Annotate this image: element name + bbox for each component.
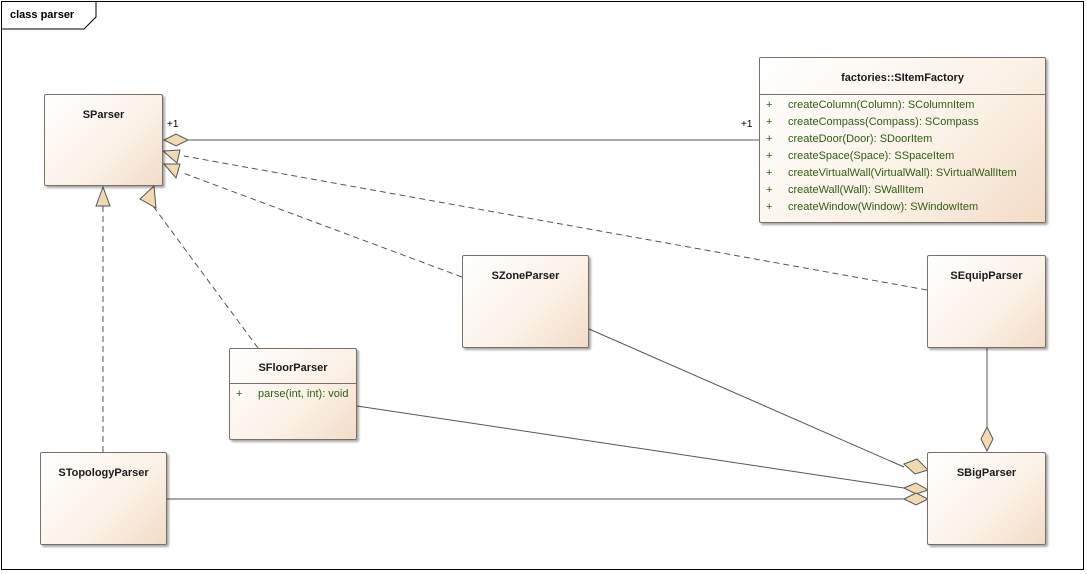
frame-title: class parser — [10, 9, 75, 21]
operation-row: +createCompass(Compass): SCompass — [766, 116, 979, 128]
class-name: STopologyParser — [58, 467, 149, 479]
realization-arrow-sequip — [161, 149, 181, 164]
class-header: factories::SItemFactory — [760, 58, 1045, 95]
operation-row: +createSpace(Space): SSpaceItem — [766, 150, 955, 162]
operation-row: +createWindow(Window): SWindowItem — [766, 201, 979, 213]
class-stopologyparser[interactable]: STopologyParser — [40, 452, 167, 545]
operation-row: +createWall(Wall): SWallItem — [766, 184, 924, 196]
aggregation-line-szone — [588, 328, 905, 468]
class-name: SBigParser — [956, 467, 1017, 479]
aggregation-diamond-stopology — [902, 492, 930, 506]
class-sbigparser[interactable]: SBigParser — [927, 452, 1046, 545]
realization-line-szone — [182, 172, 463, 278]
operations-compartment: +parse(int, int): void — [230, 384, 356, 405]
aggregation-diamond-sequip — [980, 425, 994, 453]
aggregation-diamond-sparser — [162, 133, 190, 147]
operation-row: +parse(int, int): void — [236, 388, 349, 400]
target-multiplicity: +1 — [741, 119, 753, 130]
operation-row: +createColumn(Column): SColumnItem — [766, 99, 975, 111]
frame-title-tab — [2, 2, 97, 30]
realization-arrow-sfloor — [139, 184, 157, 209]
operation-row: +createDoor(Door): SDoorItem — [766, 133, 933, 145]
realization-arrow-stopology — [95, 185, 111, 207]
source-multiplicity: +1 — [167, 119, 179, 130]
class-name: SParser — [82, 109, 125, 121]
operation-row: +createVirtualWall(VirtualWall): SVirtua… — [766, 167, 1017, 179]
class-name: factories::SItemFactory — [841, 72, 964, 84]
class-name: SFloorParser — [258, 362, 328, 374]
class-sparser[interactable]: SParser — [44, 94, 163, 186]
aggregation-line-sfloor — [356, 405, 905, 489]
class-szoneparser[interactable]: SZoneParser — [462, 255, 589, 348]
realization-arrow-szone — [162, 163, 181, 180]
aggregation-diamond-szone — [903, 458, 929, 475]
operations-compartment: +createColumn(Column): SColumnItem +crea… — [760, 95, 1045, 218]
realization-line-sfloor — [152, 205, 259, 349]
class-name: SZoneParser — [491, 270, 560, 282]
class-sitemfactory[interactable]: factories::SItemFactory +createColumn(Co… — [759, 57, 1046, 223]
class-header: SFloorParser — [230, 349, 356, 384]
aggregation-diamond-sfloor — [902, 482, 930, 495]
class-name: SEquipParser — [950, 270, 1023, 282]
class-sfloorparser[interactable]: SFloorParser +parse(int, int): void — [229, 348, 357, 440]
realization-line-sequip — [183, 155, 928, 291]
class-sequipparser[interactable]: SEquipParser — [927, 255, 1046, 348]
